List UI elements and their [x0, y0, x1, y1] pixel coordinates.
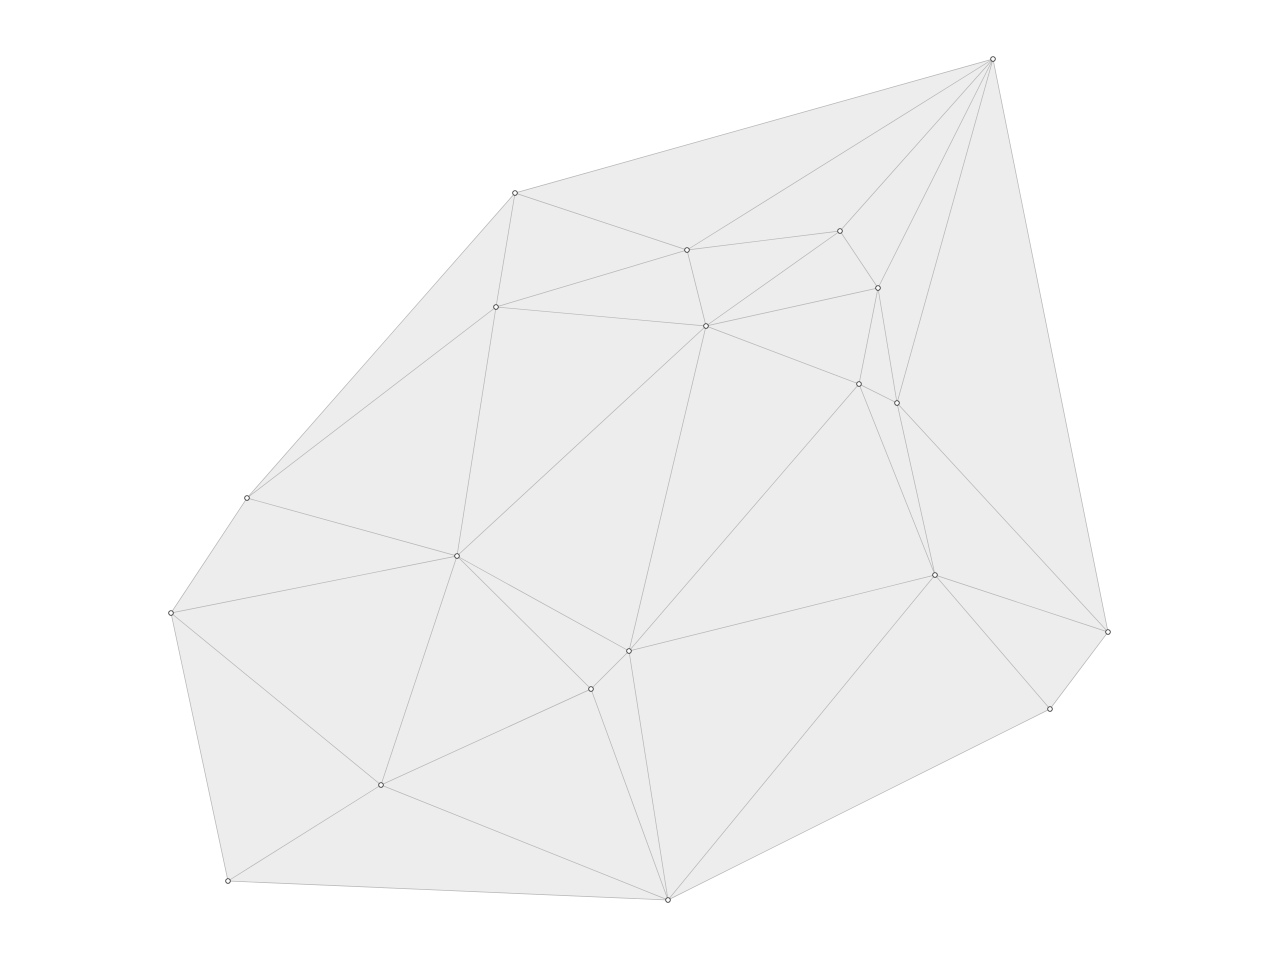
vertex-v5 — [493, 304, 499, 310]
vertex-v17 — [378, 782, 384, 788]
vertex-v0 — [990, 56, 996, 62]
edge-v6-v7 — [705, 325, 860, 385]
vertex-v1 — [512, 190, 518, 196]
edge-v10-v14 — [456, 555, 630, 652]
vertex-v8 — [894, 400, 900, 406]
hull-layer — [171, 59, 1108, 900]
edge-v6-v10 — [456, 325, 707, 557]
edge-v10-v15 — [456, 555, 592, 690]
edge-v0-v4 — [877, 58, 994, 289]
edge-v9-v11 — [170, 497, 248, 614]
edge-v0-v13 — [992, 58, 1109, 633]
edge-v12-v14 — [628, 574, 936, 652]
edge-v4-v6 — [705, 287, 879, 327]
edge-v5-v9 — [246, 306, 497, 499]
vertex-v16 — [1047, 706, 1053, 712]
edge-v0-v1 — [514, 58, 994, 194]
edge-layer — [170, 58, 1109, 901]
edge-v5-v10 — [456, 306, 497, 557]
edge-v12-v19 — [667, 574, 936, 901]
edge-v10-v11 — [170, 555, 458, 614]
vertex-v2 — [684, 247, 690, 253]
edge-v0-v2 — [686, 58, 994, 251]
edge-v2-v6 — [686, 249, 707, 327]
edge-v3-v6 — [705, 230, 841, 327]
edge-v10-v17 — [380, 555, 458, 786]
edge-v15-v17 — [380, 688, 592, 786]
edge-v1-v9 — [246, 192, 516, 499]
vertex-v3 — [837, 228, 843, 234]
edge-v11-v17 — [170, 612, 382, 786]
edge-v13-v16 — [1049, 631, 1109, 710]
vertex-v4 — [875, 285, 881, 291]
vertex-v18 — [225, 878, 231, 884]
edge-v9-v10 — [246, 497, 458, 557]
edge-v6-v14 — [628, 325, 707, 652]
edge-v8-v12 — [896, 402, 936, 576]
edge-v8-v13 — [896, 402, 1109, 633]
edge-v7-v8 — [858, 383, 898, 404]
edge-v4-v7 — [858, 287, 879, 385]
edge-v0-v8 — [896, 58, 994, 404]
vertex-v15 — [588, 686, 594, 692]
hull-region — [171, 59, 1108, 900]
vertex-v7 — [856, 381, 862, 387]
edge-v18-v19 — [227, 880, 669, 901]
edge-v1-v5 — [495, 192, 516, 308]
vertex-v11 — [168, 610, 174, 616]
vertex-v12 — [932, 572, 938, 578]
edge-v12-v16 — [934, 574, 1051, 710]
vertex-v14 — [626, 648, 632, 654]
vertex-v6 — [703, 323, 709, 329]
edge-v0-v3 — [839, 58, 994, 232]
vertex-v10 — [454, 553, 460, 559]
edge-v11-v18 — [170, 612, 229, 882]
node-layer — [168, 56, 1111, 903]
edge-v17-v19 — [380, 784, 669, 901]
edge-v4-v8 — [877, 287, 898, 404]
edge-v3-v4 — [839, 230, 879, 289]
vertex-v9 — [244, 495, 250, 501]
edge-v5-v6 — [495, 306, 707, 327]
edge-v2-v5 — [495, 249, 688, 308]
edge-v2-v3 — [686, 230, 841, 251]
edge-v17-v18 — [227, 784, 382, 882]
edge-v7-v12 — [858, 383, 936, 576]
edge-v14-v19 — [628, 650, 669, 901]
edge-v7-v14 — [628, 383, 860, 652]
vertex-v13 — [1105, 629, 1111, 635]
edge-v1-v2 — [514, 192, 688, 251]
edge-v14-v15 — [590, 650, 630, 690]
vertex-v19 — [665, 897, 671, 903]
edge-v15-v19 — [590, 688, 669, 901]
edge-v16-v19 — [667, 708, 1051, 901]
edge-v12-v13 — [934, 574, 1109, 633]
